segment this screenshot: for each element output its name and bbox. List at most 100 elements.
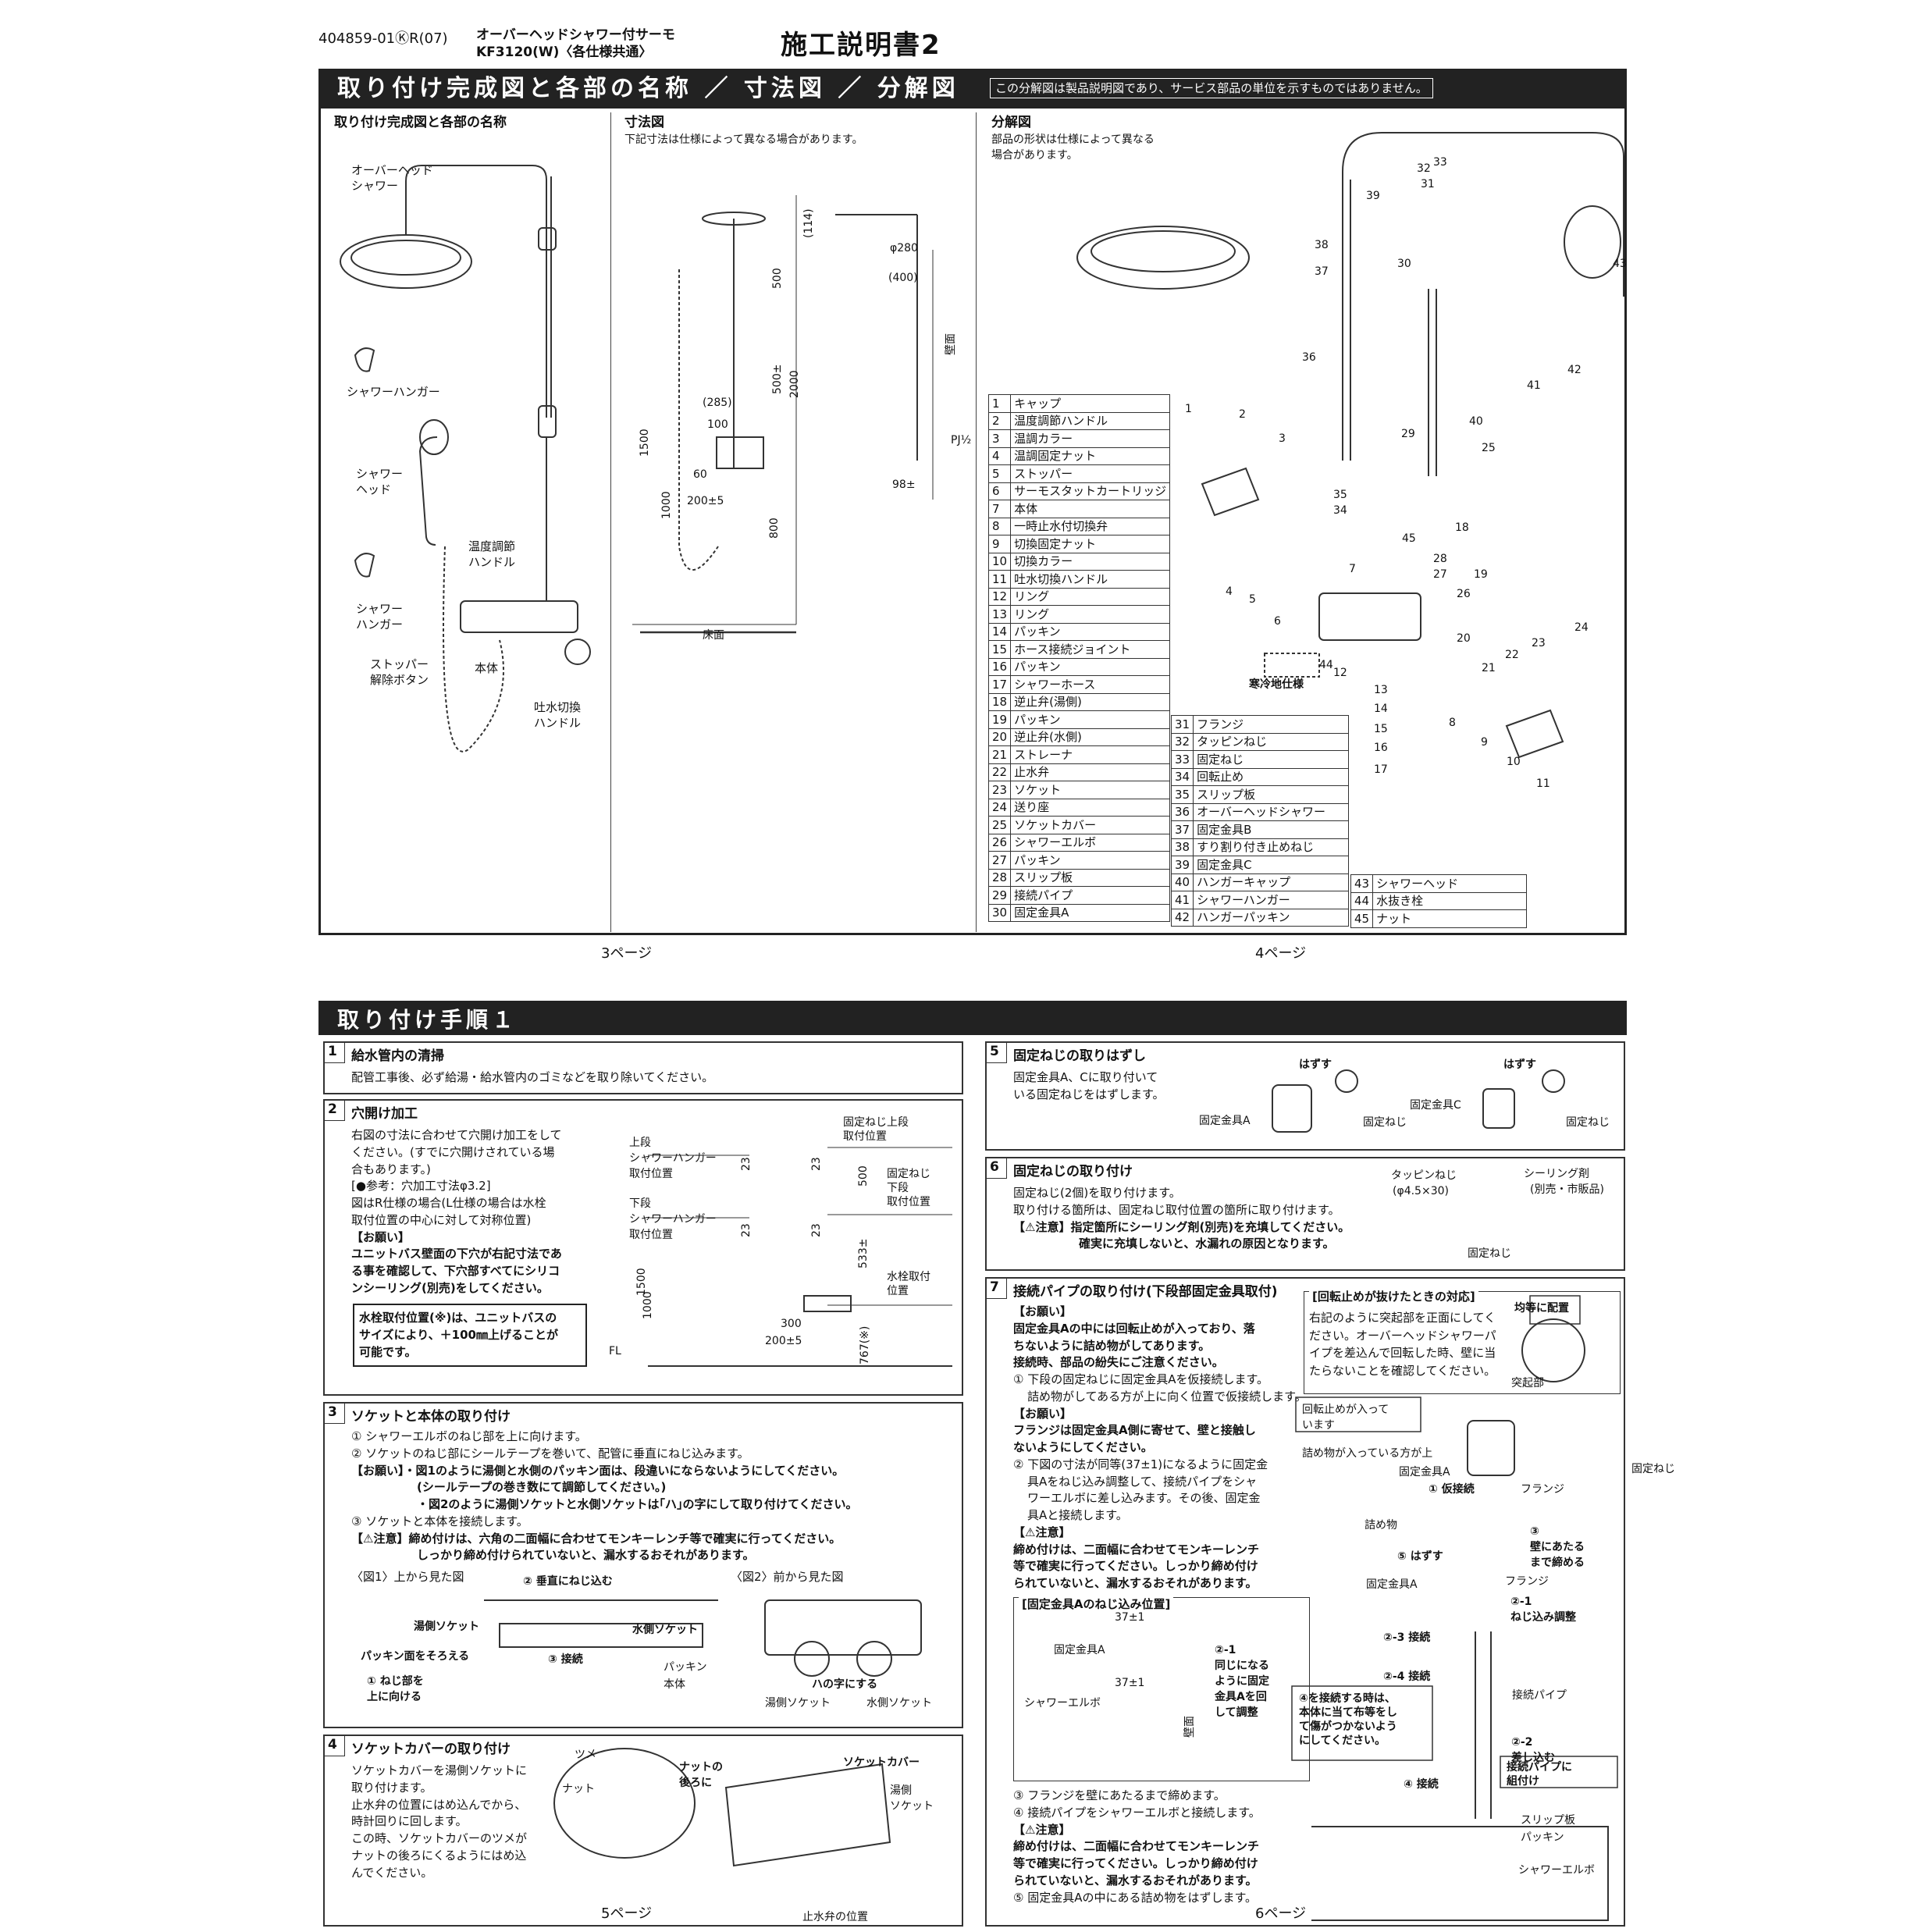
figure-label: 本体に当て布等をし [1299,1706,1397,1719]
socket-icon [856,1641,892,1677]
rotation-stop-box: [回転止めが抜けたときの対応] 右記のように突起部を正面にしてく ださい。オーバ… [1304,1289,1621,1394]
callout-number: 41 [1527,379,1541,392]
figure-label: ③ 接続 [548,1653,583,1666]
step-number: 4 [325,1736,345,1756]
step-line: ④ 接続パイプをシャワーエルボと接続します。 [1013,1805,1261,1820]
part-number: 25 [987,816,1012,834]
section-band-2-title: 取り付け手順１ [337,1007,518,1033]
body-outline [716,436,764,469]
request-line: 固定金具Aの中には回転止めが入っており、落 [1013,1321,1255,1336]
page-number-3: 3ページ [601,945,653,962]
step-line: ③ フランジを壁にあたるまで締めます。 [1013,1788,1226,1802]
step-line: ソケットカバーを湯側ソケットに [351,1763,528,1777]
label-hanger2: シャワー [356,602,404,616]
figure-label: ソケットカバー [843,1756,920,1769]
step-line: ① シャワーエルボのねじ部を上に向けます。 [351,1429,587,1443]
part-number: 21 [987,745,1012,764]
ref-line [648,1147,952,1306]
dimension-label: φ280 [890,242,918,254]
callout-number: 43 [1613,258,1627,270]
thermostat-body-icon [460,600,578,633]
step-line: ② 下図の寸法が同等(37±1)になるように固定金 [1013,1457,1268,1471]
callout-number: 9 [1481,736,1488,749]
figure-label: (別売・市販品) [1530,1183,1604,1196]
part-name: ホース接続ジョイント [1010,640,1171,659]
part-name: 切換固定ナット [1010,535,1171,553]
figure-label: FL [609,1345,621,1357]
switch-handle-icon [1505,709,1564,759]
figure-label: 533± [857,1239,870,1268]
figure-label: 37±1 [1115,1611,1144,1624]
figure-label: 下段 [629,1197,651,1210]
bracket-icon [538,227,557,251]
figure-label: 固定ねじ [887,1168,930,1180]
figure-label: 固定金具C [1410,1099,1461,1112]
figure-label: 回転止めが入って [1302,1404,1389,1416]
figure-label: 詰め物が入っている方が上 [1302,1447,1432,1460]
cold-region-label: 寒冷地仕様 [1249,678,1304,691]
request-line: フランジは固定金具A側に寄せて、壁と接触し [1013,1423,1256,1438]
figure-label: 固定金具A [1199,1115,1251,1127]
step-line: 止水弁の位置にはめ込んでから、 [351,1797,527,1812]
socket-icon [794,1641,830,1677]
dimension-label: 1500 [639,429,651,457]
dimension-label: 壁面 [945,333,957,355]
step-4: 4 ソケットカバーの取り付け ソケットカバーを湯側ソケットに 取り付けます。 止… [323,1735,963,1927]
dimension-label: 1000 [660,491,673,519]
caution-line: 締め付けは、二面幅に合わせてモンキーレンチ [1013,1542,1260,1557]
figure-label: 詰め物 [1364,1519,1397,1532]
figure-label: フランジ [1505,1575,1549,1588]
step-1: 1 給水管内の清掃 配管工事後、必ず給湯・給水管内のゴミなどを取り除いてください… [323,1041,963,1094]
figure-label: 後ろに [679,1776,712,1789]
part-name: ハンガーパッキン [1193,908,1349,927]
part-name: 一時止水付切換弁 [1010,517,1171,535]
callout-number: 2 [1239,408,1246,421]
note-box: 水栓取付位置(※)は、ユニットバスの サイズにより、＋100㎜上げることが 可能… [353,1304,587,1368]
body-icon [1318,592,1421,641]
figure-label: 200±5 [765,1335,802,1347]
part-name: 固定金具A [1010,903,1171,922]
step-line: [●参考：穴加工寸法φ3.2] [351,1179,491,1194]
callout-number: 35 [1333,489,1347,501]
figure-label: 湯側ソケット [414,1620,479,1633]
body-outline [1311,1826,1609,1921]
note-line: サイズにより、＋100㎜上げることが [359,1327,558,1342]
label-temp-handle: 温度調節 [468,539,516,553]
step-line: 具Aと接続します。 [1027,1508,1128,1522]
step-number: 7 [987,1279,1007,1299]
hanger-icon [354,553,375,578]
figure-label: ② 垂直にねじ込む [523,1574,613,1588]
label-temp-handle: ハンドル [468,555,516,569]
figure-label: はずす [1503,1058,1536,1071]
figure-label: 37±1 [1115,1677,1144,1689]
figure-label: 本体 [664,1678,685,1691]
callout-number: 19 [1474,568,1488,581]
figure-label: 止水弁の位置 [802,1911,868,1923]
figure-label: ②-4 接続 [1383,1670,1430,1683]
callout-number: 17 [1374,763,1388,776]
figure-label: はずす [1299,1058,1332,1071]
figure-label: 固定ねじ上段 [843,1116,909,1129]
socket-cover-detail [553,1748,696,1859]
request-line: ないようにしてください。 [1013,1440,1153,1454]
head-outline [702,212,766,226]
part-number: 30 [987,903,1012,922]
doc-number: 404859-01ⓀR(07) [318,30,448,47]
request-line: ちないように詰め物がしてあります。 [1013,1338,1211,1353]
figure-label: 23 [740,1223,753,1237]
figure-label: ②-2 [1511,1736,1532,1749]
overhead-shower-icon [340,234,472,289]
body-outline [724,1763,891,1867]
figure-label: 接続パイプ [1512,1688,1567,1702]
part-number: 15 [987,640,1012,659]
